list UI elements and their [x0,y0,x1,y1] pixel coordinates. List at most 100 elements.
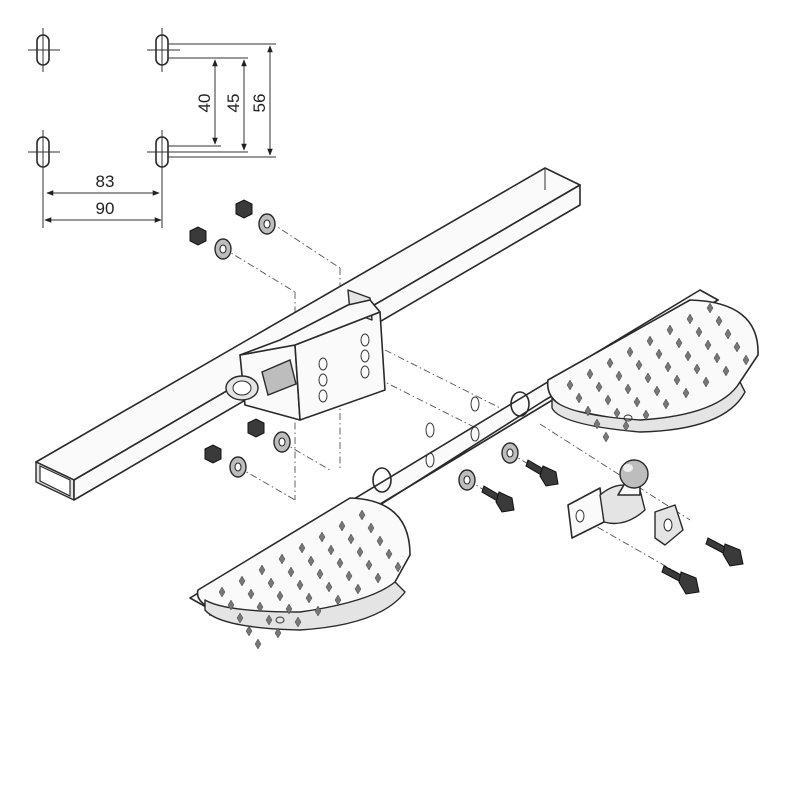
slotted-hole-icon [147,28,180,72]
tread-diamond [367,522,375,534]
tread-diamond [682,387,690,399]
tread-diamond [354,583,362,595]
tread-diamond [584,405,592,417]
tread-diamond [624,383,632,395]
tread-diamond [298,542,306,554]
tread-diamond [695,326,703,338]
bolt-icon [525,459,559,487]
tread-diamond [334,594,342,606]
tread-diamond [365,559,373,571]
nut-icon [235,199,253,219]
tread-diamond [345,570,353,582]
tread-diamond [305,592,313,604]
washer-icon [501,442,519,464]
tread-diamond [664,361,672,373]
dim-label-56: 56 [250,94,269,113]
tread-diamond [254,638,262,650]
tread-diamond [218,586,226,598]
tread-diamond [595,381,603,393]
tread-diamond [276,590,284,602]
tread-diamond [356,546,364,558]
tread-diamond [606,357,614,369]
right-tread-plate [546,299,759,443]
nut-icon [247,418,265,438]
tread-diamond [613,407,621,419]
tread-diamond [575,392,583,404]
tread-diamond [327,544,335,556]
tread-diamond [274,627,282,639]
tread-diamond [318,531,326,543]
tread-diamond [642,409,650,421]
tread-diamond [653,385,661,397]
tread-diamond [635,359,643,371]
washer-icon [229,456,247,478]
dim-label-40: 40 [195,94,214,113]
tread-diamond [655,348,663,360]
tread-diamond [666,324,674,336]
tread-diamond [615,370,623,382]
tread-diamond [675,337,683,349]
washer-icon [258,213,276,235]
tread-diamond [622,420,630,432]
tread-diamond [296,579,304,591]
tread-pattern [566,302,750,443]
tread-diamond [258,564,266,576]
tread-diamond [358,509,366,521]
hardware-nuts-washers [189,199,519,491]
tread-diamond [267,577,275,589]
tread-diamond [684,350,692,362]
tread-diamond [702,376,710,388]
tread-diamond [287,566,295,578]
slotted-hole-icon [28,28,60,72]
tread-diamond [227,599,235,611]
tread-diamond [626,346,634,358]
tread-diamond [733,341,741,353]
tread-diamond [566,379,574,391]
tread-diamond [394,561,402,573]
tread-diamond [285,603,293,615]
bolt-icon [661,565,700,595]
tread-diamond [316,568,324,580]
dim-label-45: 45 [224,94,243,113]
tow-ball-icon [567,459,649,539]
tread-diamond [265,614,273,626]
tread-diamond [238,575,246,587]
nut-icon [204,444,222,464]
tread-diamond [742,354,750,366]
tread-diamond [673,374,681,386]
tread-diamond [633,396,641,408]
tread-diamond [602,431,610,443]
hole-pattern-sketch: 40 45 56 83 90 [28,28,276,228]
tread-diamond [724,328,732,340]
bracket-plate [654,504,684,546]
tread-diamond [314,605,322,617]
tread-diamond [374,572,382,584]
tread-diamond [706,302,714,314]
slotted-hole-icon [28,130,60,228]
tread-diamond [604,394,612,406]
left-tread-plate [196,497,411,650]
tread-diamond [644,372,652,384]
tread-diamond [236,612,244,624]
tread-diamond [704,339,712,351]
washer-icon [273,431,291,453]
dim-label-83: 83 [96,172,115,191]
tread-diamond [385,548,393,560]
tread-diamond [693,363,701,375]
slotted-hole-icon [147,130,180,228]
tread-diamond [715,315,723,327]
tread-diamond [336,557,344,569]
bolt-icon [705,537,744,567]
tread-diamond [722,365,730,377]
tread-pattern [218,509,402,650]
mounting-bracket [225,289,386,421]
nut-icon [189,226,207,246]
tread-diamond [347,533,355,545]
hardware-bolts [481,459,744,595]
dim-label-90: 90 [96,199,115,218]
tread-diamond [593,418,601,430]
tread-diamond [294,616,302,628]
bolt-icon [481,485,515,513]
tread-diamond [278,553,286,565]
tread-diamond [686,313,694,325]
